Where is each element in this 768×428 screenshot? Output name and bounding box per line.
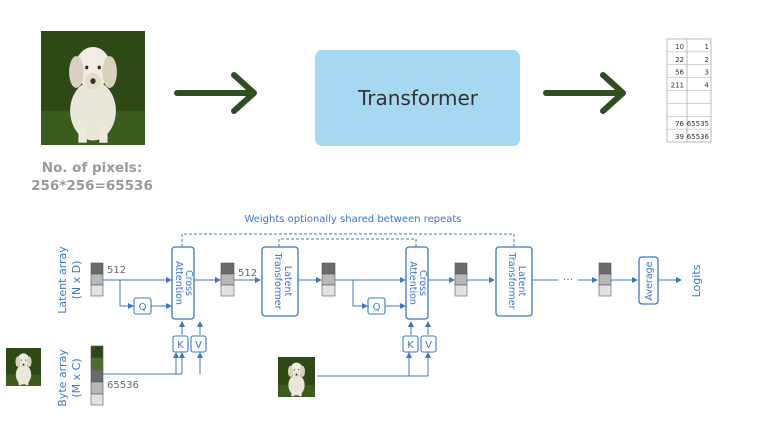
latent-dim-label: 512	[238, 268, 257, 279]
latent-transformer-label-line1: Latent	[282, 266, 293, 297]
weights-shared-connector	[181, 233, 515, 247]
table-cell: 65536	[687, 133, 710, 141]
ellipsis: ···	[563, 273, 574, 286]
value-box	[420, 335, 437, 353]
key-box	[402, 335, 419, 353]
table-cell: 211	[671, 82, 684, 90]
arrow-right-icon	[174, 72, 257, 114]
table-cell: 56	[675, 69, 684, 77]
key-label: K	[177, 340, 184, 351]
transformer-box	[315, 50, 520, 146]
latent-array-stack	[598, 262, 612, 297]
cross-attention-box	[171, 246, 195, 320]
table-cell: 10	[675, 43, 684, 51]
byte-array-stack	[90, 345, 104, 406]
query-label: Q	[373, 302, 381, 313]
table-cell: 2	[705, 56, 709, 64]
value-box	[190, 335, 207, 353]
pixels-label-line1: No. of pixels:	[42, 160, 142, 176]
query-box	[133, 297, 152, 315]
latent-array-label: Latent array	[56, 246, 69, 314]
arrow-right-icon	[543, 72, 626, 114]
latent-array-stack	[454, 262, 468, 297]
input-image	[41, 31, 145, 145]
average-label: Average	[644, 261, 655, 300]
cross-attention-label-line2: Attention	[173, 261, 184, 305]
table-cell: 4	[705, 82, 710, 90]
cross-attention-label-line1: Cross	[183, 270, 194, 296]
query-box	[367, 297, 386, 315]
transformer-label: Transformer	[357, 86, 479, 110]
latent-array-stack	[90, 262, 104, 297]
query-label: Q	[139, 302, 147, 313]
latent-transformer-label-line1: Latent	[516, 266, 527, 297]
latent-transformer-box	[495, 246, 533, 317]
table-cell: 22	[675, 56, 684, 64]
small-dog-image	[6, 348, 42, 386]
value-label: V	[425, 340, 432, 351]
table-cell: 65535	[687, 120, 709, 128]
cross-attention-label-line1: Cross	[417, 270, 428, 296]
byte-array-dims: (M x C)	[70, 358, 83, 397]
table-cell: 76	[675, 120, 684, 128]
key-box	[172, 335, 189, 353]
cross-attention-label-line2: Attention	[407, 261, 418, 305]
table-cell: 3	[705, 69, 709, 77]
weights-shared-label: Weights optionally shared between repeat…	[244, 214, 461, 225]
latent-array-dims: (N x D)	[70, 261, 83, 300]
key-label: K	[407, 340, 414, 351]
value-label: V	[195, 340, 202, 351]
byte-array-label: Byte array	[56, 349, 69, 407]
pixels-label-line2: 256*256=65536	[31, 178, 153, 194]
table-cell: 39	[675, 133, 684, 141]
latent-transformer-box	[261, 246, 299, 317]
latent-dim-label: 512	[107, 265, 126, 276]
logits-label: Logits	[690, 264, 703, 297]
byte-dim-label: 65536	[107, 380, 139, 391]
latent-array-stack	[321, 262, 336, 297]
latent-array-stack	[220, 262, 235, 297]
latent-transformer-label-line2: Transformer	[506, 251, 517, 309]
average-box	[638, 256, 659, 305]
latent-transformer-label-line2: Transformer	[272, 251, 283, 309]
table-cell: 1	[705, 43, 709, 51]
small-dog-image	[278, 357, 315, 397]
cross-attention-box	[405, 246, 429, 320]
